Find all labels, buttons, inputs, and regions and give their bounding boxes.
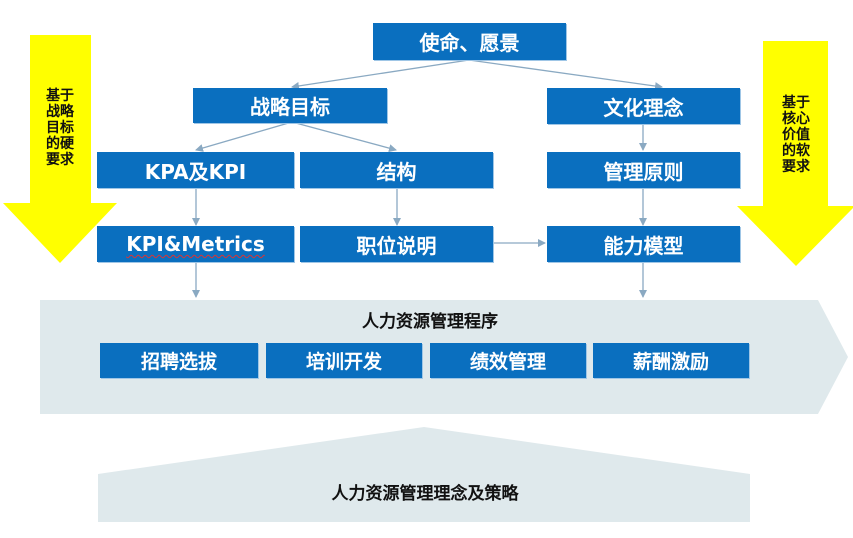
culture-philosophy-box: 文化理念 xyxy=(547,88,740,124)
job-description-box: 职位说明 xyxy=(300,226,493,262)
strategy-goals-box: 战略目标 xyxy=(193,88,387,123)
competency-model-box: 能力模型 xyxy=(547,226,740,262)
left-side-label: 基于 战略 目标 的硬 要求 xyxy=(46,88,74,168)
kpi-metrics-label: KPI&Metrics xyxy=(126,232,265,256)
hr-process-title: 人力资源管理程序 xyxy=(362,311,498,332)
mission-vision-box: 使命、愿景 xyxy=(373,23,566,60)
hr-philosophy-strategy-title: 人力资源管理理念及策略 xyxy=(331,483,519,504)
process-item-training: 培训开发 xyxy=(266,343,422,378)
right-yellow-arrow xyxy=(737,41,853,266)
management-principles-box: 管理原则 xyxy=(547,152,740,188)
process-item-performance: 绩效管理 xyxy=(430,343,586,378)
kpa-kpi-box: KPA及KPI xyxy=(97,152,294,188)
left-yellow-arrow xyxy=(3,35,117,263)
kpi-metrics-box: KPI&Metrics xyxy=(97,226,294,262)
right-side-label: 基于 核心 价值 的软 要求 xyxy=(782,95,810,175)
structure-box: 结构 xyxy=(300,152,493,188)
base-band-shape xyxy=(98,427,750,522)
process-item-recruitment: 招聘选拔 xyxy=(100,343,258,378)
process-item-compensation: 薪酬激励 xyxy=(593,343,749,378)
